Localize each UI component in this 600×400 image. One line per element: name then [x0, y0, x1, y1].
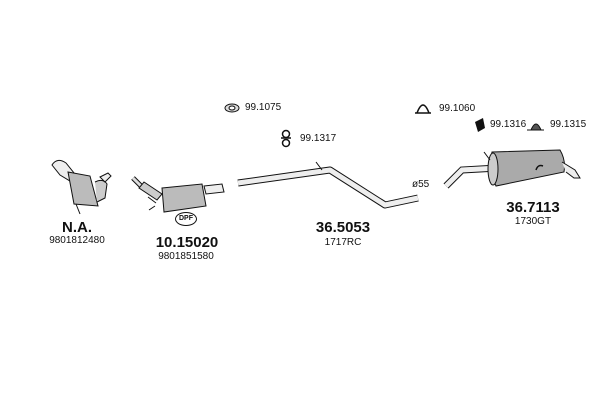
bracket-icon [527, 123, 544, 131]
dpf-part[interactable] [131, 176, 225, 213]
middle-pipe-part[interactable] [237, 161, 419, 209]
catalyst-part[interactable] [51, 159, 112, 215]
oem-number-rear-muffler: 1730GT [514, 216, 552, 227]
part-ref-catalyst: N.A. [62, 219, 92, 236]
hanger-icon [475, 118, 485, 132]
rubber-mount-icon [281, 129, 291, 148]
pipe-diameter-note: ø55 [412, 179, 430, 190]
oem-number-dpf: 9801851580 [158, 251, 214, 262]
accessory-code-99-1317: 99.1317 [300, 133, 337, 144]
accessory-code-99-1315: 99.1315 [550, 119, 587, 130]
oem-number-catalyst: 9801812480 [49, 235, 105, 246]
part-ref-rear-muffler: 36.7113 [506, 199, 560, 216]
part-ref-dpf: 10.15020 [155, 234, 219, 251]
accessory-code-99-1060: 99.1060 [439, 103, 476, 114]
oem-number-middle-pipe: 1717RC [324, 237, 362, 248]
rear-muffler-part[interactable] [443, 149, 581, 189]
part-ref-middle-pipe: 36.5053 [315, 219, 371, 236]
clamp-icon [415, 104, 431, 114]
accessory-code-99-1075: 99.1075 [245, 102, 282, 113]
dpf-badge: DPF [175, 212, 197, 226]
accessory-code-99-1316: 99.1316 [490, 119, 527, 130]
gasket-ring-icon [224, 103, 240, 113]
